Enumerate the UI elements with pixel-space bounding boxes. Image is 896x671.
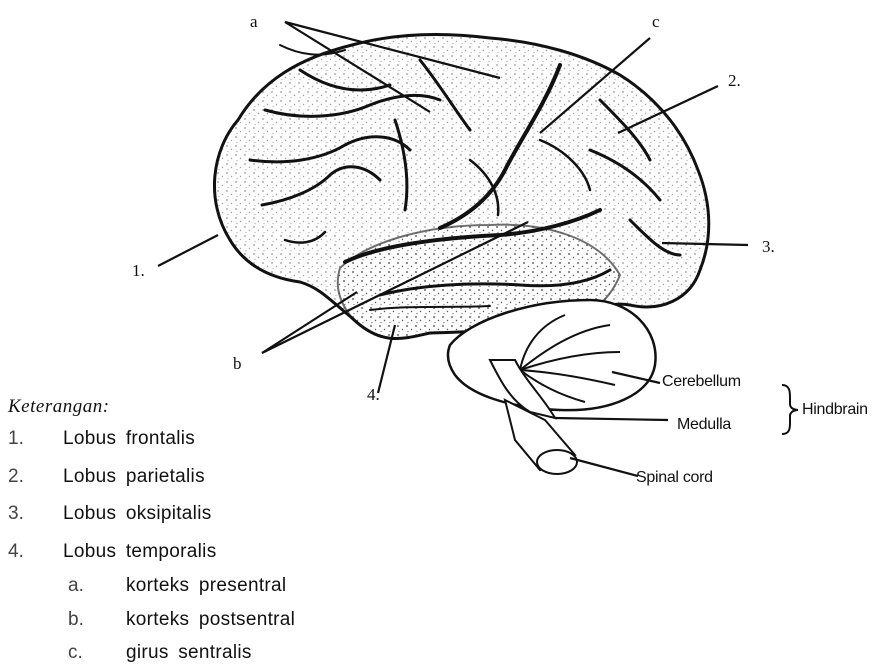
legend-subtext: korteks presentral [126, 575, 286, 597]
label-spinal-cord: Spinal cord [636, 470, 713, 486]
label-cerebellum: Cerebellum [662, 374, 741, 390]
legend-item-2: 2. Lobus parietalis [8, 466, 308, 490]
leader-b1 [262, 292, 357, 353]
label-a: a [250, 13, 258, 30]
label-1: 1. [132, 262, 145, 279]
label-2: 2. [728, 72, 741, 89]
legend-number: 1. [8, 428, 24, 450]
legend-letter: a. [68, 575, 84, 597]
legend-item-4: 4. Lobus temporalis [8, 541, 308, 565]
legend-text: Lobus temporalis [63, 541, 217, 563]
label-medulla: Medulla [677, 417, 731, 433]
legend-item-3: 3. Lobus oksipitalis [8, 503, 308, 527]
leader-spinal-cord [570, 458, 638, 476]
legend-number: 3. [8, 503, 24, 525]
legend-number: 4. [8, 541, 24, 563]
legend-letter: c. [68, 642, 83, 664]
label-c: c [652, 13, 660, 30]
legend-item-1: 1. Lobus frontalis [8, 428, 308, 452]
label-3: 3. [762, 238, 775, 255]
label-b: b [233, 355, 242, 372]
legend-title: Keterangan: [8, 396, 110, 418]
legend-subtext: korteks postsentral [126, 609, 295, 631]
legend-text: Lobus parietalis [63, 466, 205, 488]
legend-text: Lobus frontalis [63, 428, 195, 450]
leader-1 [158, 235, 218, 266]
legend-number: 2. [8, 466, 24, 488]
label-4: 4. [367, 386, 380, 403]
label-hindbrain: Hindbrain [802, 402, 868, 418]
legend-subitem-a: a. korteks presentral [68, 575, 368, 599]
legend-text: Lobus oksipitalis [63, 503, 212, 525]
legend-subtext: girus sentralis [126, 642, 252, 664]
leader-medulla [555, 418, 668, 420]
legend-letter: b. [68, 609, 84, 631]
hindbrain-brace [782, 385, 798, 434]
legend-subitem-b: b. korteks postsentral [68, 609, 368, 633]
legend-subitem-c: c. girus sentralis [68, 642, 368, 666]
